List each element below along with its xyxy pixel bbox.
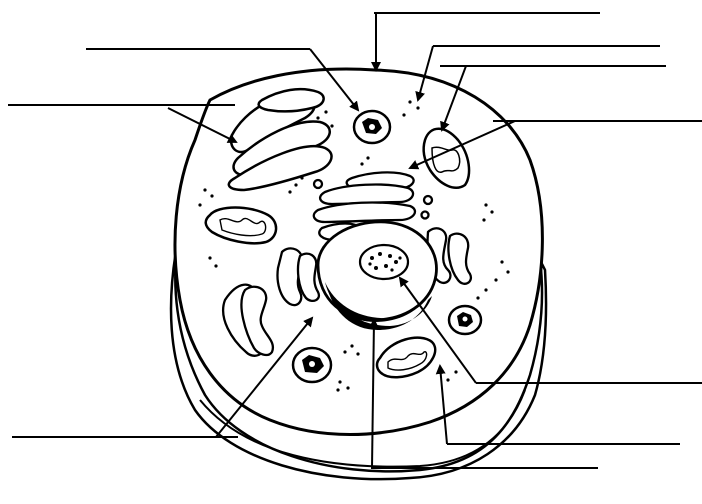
cell-membrane-back — [169, 229, 548, 481]
label-right-2-leader — [440, 65, 467, 132]
mitochondrion-left — [204, 206, 278, 245]
lysosome-right — [447, 304, 483, 336]
label-bottom-right-2-leader — [435, 364, 448, 445]
chromatin — [368, 252, 402, 272]
label-left-leader — [167, 107, 238, 143]
label-top-left-leader — [309, 48, 360, 112]
label-right-1-leader — [415, 45, 434, 102]
nucleolus — [358, 243, 410, 281]
lysosome-bottom — [291, 346, 333, 384]
lysosome-top — [352, 109, 392, 145]
label-bottom-left-leader — [215, 316, 314, 438]
cell-membrane-back-edge — [199, 389, 526, 468]
nucleus — [316, 220, 438, 330]
label-bottom-center-leader — [368, 318, 379, 469]
label-lines — [8, 12, 702, 469]
rough-er-stack — [227, 88, 333, 192]
label-right-3-leader — [408, 120, 516, 170]
label-bottom-right-1-leader — [398, 276, 477, 384]
ribosomes — [198, 100, 510, 392]
rough-er-lower-left — [222, 283, 275, 357]
mitochondrion-bottom — [375, 336, 437, 379]
smooth-er-left — [276, 247, 321, 307]
